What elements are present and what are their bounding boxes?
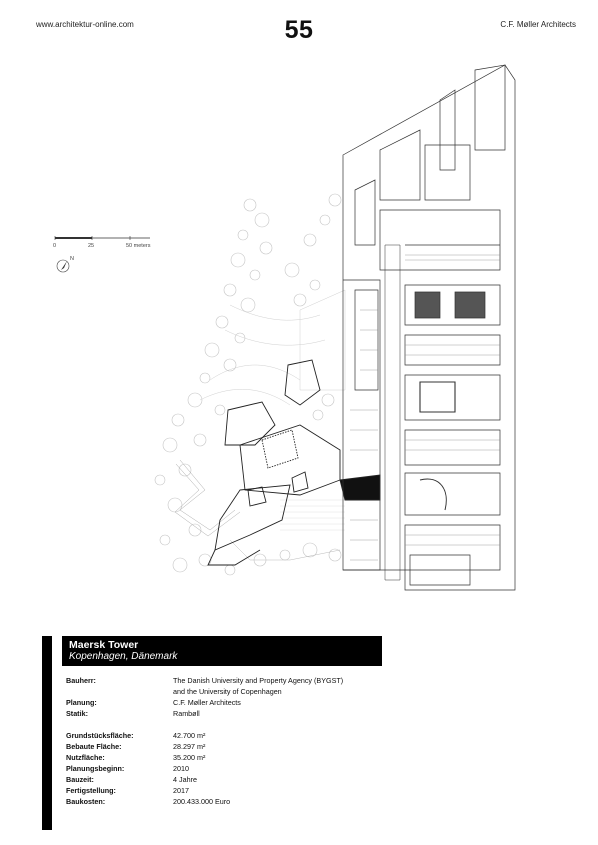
scale-bar: 0 25 50 meters	[53, 236, 151, 249]
page-number: 55	[284, 16, 314, 44]
project-title-box: Maersk Tower Kopenhagen, Dänemark	[62, 636, 382, 666]
fact-row: Nutzfläche: 35.200 m²	[66, 753, 396, 764]
facts-spacer	[66, 720, 396, 731]
fact-label: Bebaute Fläche:	[66, 742, 122, 751]
fact-label: Bauherr:	[66, 676, 96, 685]
fact-label: Bauzeit:	[66, 775, 94, 784]
fact-label: Nutzfläche:	[66, 753, 105, 762]
fact-row: Bauzeit: 4 Jahre	[66, 775, 396, 786]
fact-row: Planung: C.F. Møller Architects	[66, 698, 396, 709]
project-name: Maersk Tower	[69, 639, 139, 651]
fact-row: Planungsbeginn: 2010	[66, 764, 396, 775]
firm-name: C.F. Møller Architects	[500, 20, 576, 29]
project-location: Kopenhagen, Dänemark	[69, 651, 178, 662]
scale-label-25: 25	[88, 243, 94, 249]
building-complex	[342, 64, 516, 591]
terrain-lines	[174, 289, 346, 561]
hatch-area	[280, 499, 345, 531]
building-hatching	[350, 254, 500, 561]
scale-label-0: 0	[53, 243, 56, 249]
project-facts: Bauherr: The Danish University and Prope…	[66, 676, 396, 808]
scale-label-50: 50 meters	[126, 243, 151, 249]
fact-label: Fertigstellung:	[66, 786, 116, 795]
fact-value: 42.700 m²	[173, 731, 206, 740]
fact-row: Baukosten: 200.433.000 Euro	[66, 797, 396, 808]
fact-value: and the University of Copenhagen	[173, 687, 282, 696]
fact-label: Baukosten:	[66, 797, 106, 806]
fact-label: Planungsbeginn:	[66, 764, 125, 773]
fact-label: Statik:	[66, 709, 88, 718]
info-side-bar	[42, 636, 52, 830]
north-arrow-icon: N	[56, 256, 74, 273]
fact-value: 2017	[173, 786, 189, 795]
fact-row: and the University of Copenhagen	[66, 687, 396, 698]
website-url: www.architektur-online.com	[36, 20, 134, 29]
fact-row: Bauherr: The Danish University and Prope…	[66, 676, 396, 687]
north-label: N	[70, 256, 74, 262]
fact-row: Fertigstellung: 2017	[66, 786, 396, 797]
fact-value: 200.433.000 Euro	[173, 797, 231, 806]
fact-value: 35.200 m²	[173, 753, 206, 762]
fact-row: Grundstücksfläche: 42.700 m²	[66, 731, 396, 742]
fact-value: Rambøll	[173, 709, 200, 718]
fact-label: Grundstücksfläche:	[66, 731, 134, 740]
fact-value: C.F. Møller Architects	[173, 698, 241, 707]
fact-row: Bebaute Fläche: 28.297 m²	[66, 742, 396, 753]
maersk-tower-footprint	[207, 359, 381, 566]
fact-value: 4 Jahre	[173, 775, 197, 784]
site-plan-drawing: 0 25 50 meters N	[53, 64, 516, 591]
fact-row: Statik: Rambøll	[66, 709, 396, 720]
fact-value: 28.297 m²	[173, 742, 206, 751]
fact-value: 2010	[173, 764, 189, 773]
fact-value: The Danish University and Property Agenc…	[173, 676, 344, 685]
fact-label: Planung:	[66, 698, 97, 707]
